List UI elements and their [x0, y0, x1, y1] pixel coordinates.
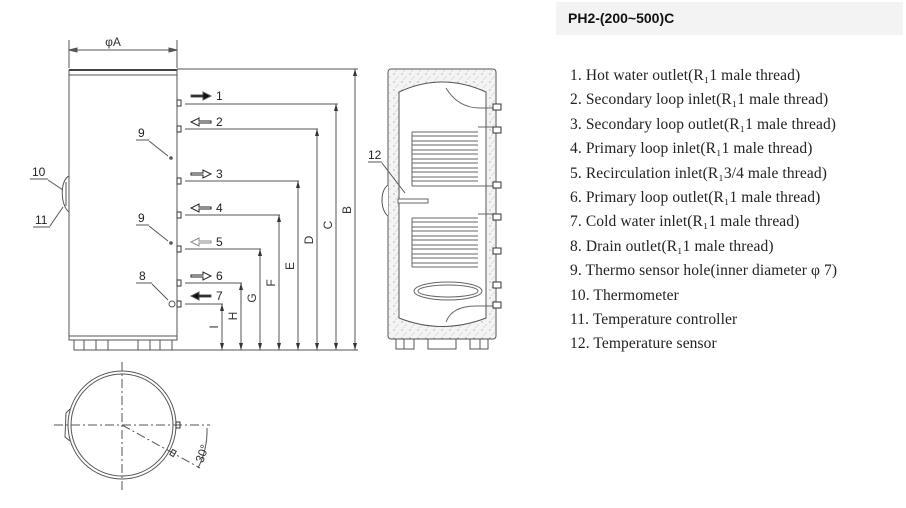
section-connection-stubs [492, 103, 502, 309]
arrow-secondary-out [190, 169, 213, 179]
lower-heat-exchanger-coil [411, 213, 500, 268]
tank-body [68, 69, 178, 341]
angle-label: 30° [193, 443, 212, 465]
section-view: 12 [368, 68, 502, 350]
recirculation-spiral [413, 281, 483, 301]
callout-leader [151, 283, 169, 301]
tank-feet [73, 339, 173, 351]
legend-item: 1. Hot water outlet(R₁1 male thread) [570, 67, 801, 84]
connection-2-stub [176, 125, 182, 133]
section-thermometer-housing [381, 184, 389, 217]
diameter-label: φA [105, 35, 121, 49]
legend-item: 11. Temperature controller [570, 310, 738, 328]
connection-number: 7 [216, 289, 223, 303]
arrow-hot-water-out [190, 91, 213, 101]
front-view: φA [30, 35, 358, 351]
connection-number: 3 [216, 167, 223, 181]
connection-number: 1 [216, 89, 223, 103]
legend-item: 8. Drain outlet(R₁1 male thread) [570, 237, 774, 255]
height-dimensions [220, 69, 357, 350]
dim-arrowheads [68, 47, 178, 53]
legend-item: 7. Cold water inlet(R₁1 male thread) [570, 213, 800, 231]
connection-number: 4 [216, 201, 223, 215]
title-box: PH2-(200~500)C [556, 2, 903, 35]
legend-item: 5. Recirculation inlet(R₁3/4 male thread… [570, 164, 828, 182]
top-view-stub [175, 421, 181, 429]
callout-leader [381, 162, 406, 194]
dim-label-D: D [302, 235, 316, 244]
callout-temperature-sensor: 12 [368, 148, 382, 162]
arrow-primary-out [190, 271, 213, 281]
top-view: 30° [54, 362, 212, 492]
legend-item: 6. Primary loop outlet(R₁1 male thread) [570, 188, 821, 206]
section-feet [395, 338, 489, 350]
callout-leader [148, 140, 169, 157]
drain-outlet-circle [168, 300, 176, 308]
legend-item: 2. Secondary loop inlet(R₁1 male thread) [570, 91, 829, 109]
temperature-sensor-probe [397, 198, 429, 204]
callout-leader [148, 225, 169, 242]
connection-7-stub [176, 300, 182, 308]
sensor-hole-upper [169, 156, 173, 160]
dim-label-C: C [321, 220, 335, 229]
thermometer-housing [61, 175, 70, 213]
callout-temperature-controller: 11 [35, 213, 48, 227]
dim-label-G: G [245, 293, 259, 302]
callout-leader [47, 179, 64, 191]
connection-1-stub [176, 99, 182, 107]
callout-leader [49, 206, 64, 227]
connection-number: 2 [216, 115, 223, 129]
inner-tank [398, 81, 487, 327]
arrow-cold-water-in [189, 291, 212, 301]
callout-drain-outlet: 8 [139, 269, 146, 283]
angled-centerline [121, 424, 201, 469]
connection-4-stub [176, 211, 182, 219]
top-view-thermometer [64, 408, 71, 442]
dim-label-H: H [226, 312, 240, 321]
sensor-hole-lower [169, 241, 173, 245]
angle-arc [197, 427, 208, 469]
arrow-recirculation-in [189, 237, 212, 247]
callout-thermo-sensor-upper: 9 [138, 126, 145, 140]
dim-label-I: I [207, 325, 221, 328]
hot-water-dip-tube [445, 87, 500, 109]
connection-5-stub [176, 245, 182, 253]
legend-item: 12. Temperature sensor [570, 335, 717, 353]
connection-number: 6 [216, 269, 223, 283]
connection-stubs [176, 99, 182, 308]
legend-item: 4. Primary loop inlet(R₁1 male thread) [570, 140, 813, 158]
connection-3-stub [176, 177, 182, 185]
connection-number: 5 [216, 235, 223, 249]
top-view-angled-stub [169, 448, 177, 458]
connection-6-stub [176, 279, 182, 287]
legend-item: 10. Thermometer [570, 286, 679, 304]
dim-label-B: B [340, 206, 354, 214]
dim-label-E: E [283, 262, 297, 270]
parts-legend: 1. Hot water outlet(R₁1 male thread) 2. … [570, 64, 837, 357]
callout-thermo-sensor-lower: 9 [138, 211, 145, 225]
dim-label-F: F [264, 279, 278, 286]
legend-item: 9. Thermo sensor hole(inner diameter φ 7… [570, 262, 838, 280]
cold-water-inlet-tube [445, 305, 500, 323]
arrow-secondary-in [189, 117, 212, 127]
arrow-primary-in [189, 203, 212, 213]
model-title: PH2-(200~500)C [568, 10, 675, 26]
legend-item: 3. Secondary loop outlet(R₁1 male thread… [570, 115, 837, 133]
callout-thermometer: 10 [32, 165, 46, 179]
